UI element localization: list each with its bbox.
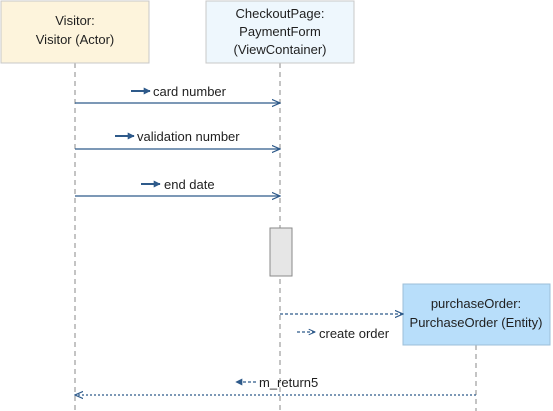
message-card-number[interactable]: card number: [75, 84, 280, 103]
participant-line: (ViewContainer): [234, 42, 327, 57]
participant-box-purchase: [402, 283, 551, 346]
message-label: card number: [153, 84, 227, 99]
participant-line: purchaseOrder:: [431, 296, 521, 311]
participant-line: PaymentForm: [239, 24, 321, 39]
message-label: validation number: [137, 129, 240, 144]
participant-box-checkout: [205, 0, 355, 64]
participant-line: PurchaseOrder (Entity): [410, 315, 543, 330]
participant-visitor[interactable]: Visitor: Visitor (Actor): [0, 0, 150, 64]
participant-line: Visitor (Actor): [36, 32, 115, 47]
message-label: m_return5: [259, 375, 318, 390]
message-create-order[interactable]: create order: [280, 314, 403, 341]
message-label: create order: [319, 326, 390, 341]
message-end-date[interactable]: end date: [75, 177, 280, 196]
message-validation-number[interactable]: validation number: [75, 129, 280, 149]
participant-box-visitor: [0, 0, 150, 64]
participant-line: CheckoutPage:: [236, 6, 325, 21]
participant-line: Visitor:: [55, 13, 95, 28]
participant-checkout[interactable]: CheckoutPage: PaymentForm (ViewContainer…: [205, 0, 355, 64]
message-m-return5[interactable]: m_return5: [75, 375, 476, 395]
activation-bar: [269, 227, 293, 277]
participant-purchase[interactable]: purchaseOrder: PurchaseOrder (Entity): [402, 283, 551, 346]
message-label: end date: [164, 177, 215, 192]
